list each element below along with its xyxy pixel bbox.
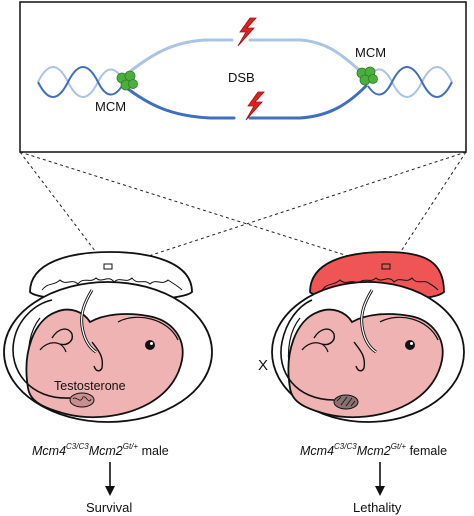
female-gene2: Mcm2 [356, 444, 391, 458]
mcm-complex-left-icon [116, 70, 138, 91]
mcm-right-label: MCM [355, 45, 387, 60]
male-gene1: Mcm4 [32, 444, 67, 458]
female-genotype-label: Mcm4C3/C3Mcm2Gt/+ female [300, 443, 447, 458]
female-hormone-arc [280, 299, 335, 401]
female-placenta-zoom-box [381, 263, 391, 270]
mcm-complex-right-icon [356, 66, 378, 86]
female-embryo-hindlimb [313, 328, 336, 346]
female-blocked-mark: X [258, 357, 269, 374]
lightning-bolt-bottom-icon [245, 91, 265, 121]
male-gene1-allele: C3/C3 [66, 442, 89, 451]
female-embryo-head [379, 316, 439, 341]
male-embryo-tail [39, 342, 67, 353]
male-embryo-hindlimb [51, 328, 74, 346]
male-genotype-label: Mcm4C3/C3Mcm2Gt/+ male [32, 443, 169, 458]
dna-helix-right [367, 66, 453, 98]
female-gene1: Mcm4 [300, 444, 335, 458]
male-embryo-head [117, 316, 179, 341]
male-outcome-label: Survival [86, 500, 133, 515]
zoom-lines [19, 151, 467, 269]
mcm-left-label: MCM [95, 99, 127, 114]
male-embryo-eye-glint [150, 342, 153, 345]
female-placenta-labyrinth [321, 277, 439, 291]
dna-strand-lower [122, 84, 368, 120]
female-embryo-eye-glint [410, 342, 413, 345]
lightning-bolt-top-icon [237, 17, 257, 47]
male-placenta-zoom-box [103, 263, 113, 270]
male-outcome-arrow [105, 462, 115, 496]
male-umbilical-cord-core [81, 289, 97, 353]
female-sex-label: female [409, 444, 448, 458]
female-embryo-forelimb [353, 341, 366, 372]
male-sex-label: male [141, 444, 169, 458]
female-gonad-pattern [336, 396, 356, 407]
male-embryo-illustration [3, 251, 213, 423]
male-gene2-allele: Gt/+ [122, 442, 139, 451]
female-outcome-arrow [375, 462, 385, 496]
male-gonad [69, 392, 95, 408]
male-embryo-eye [145, 340, 155, 350]
female-umbilical-cord-core [361, 289, 377, 353]
female-embryo-illustration [271, 251, 465, 423]
female-embryo-tail [301, 342, 329, 353]
female-gene2-allele: Gt/+ [390, 442, 407, 451]
dna-helix-left [37, 66, 123, 98]
male-testosterone-arc [12, 299, 71, 399]
female-outcome-label: Lethality [353, 500, 402, 515]
male-gene2: Mcm2 [88, 444, 123, 458]
male-gonad-pattern [72, 396, 92, 402]
female-embryo-eye [405, 340, 415, 350]
dsb-label: DSB [228, 70, 255, 85]
replication-inset [19, 1, 467, 153]
female-gene1-allele: C3/C3 [334, 442, 357, 451]
testosterone-label: Testosterone [54, 379, 126, 393]
